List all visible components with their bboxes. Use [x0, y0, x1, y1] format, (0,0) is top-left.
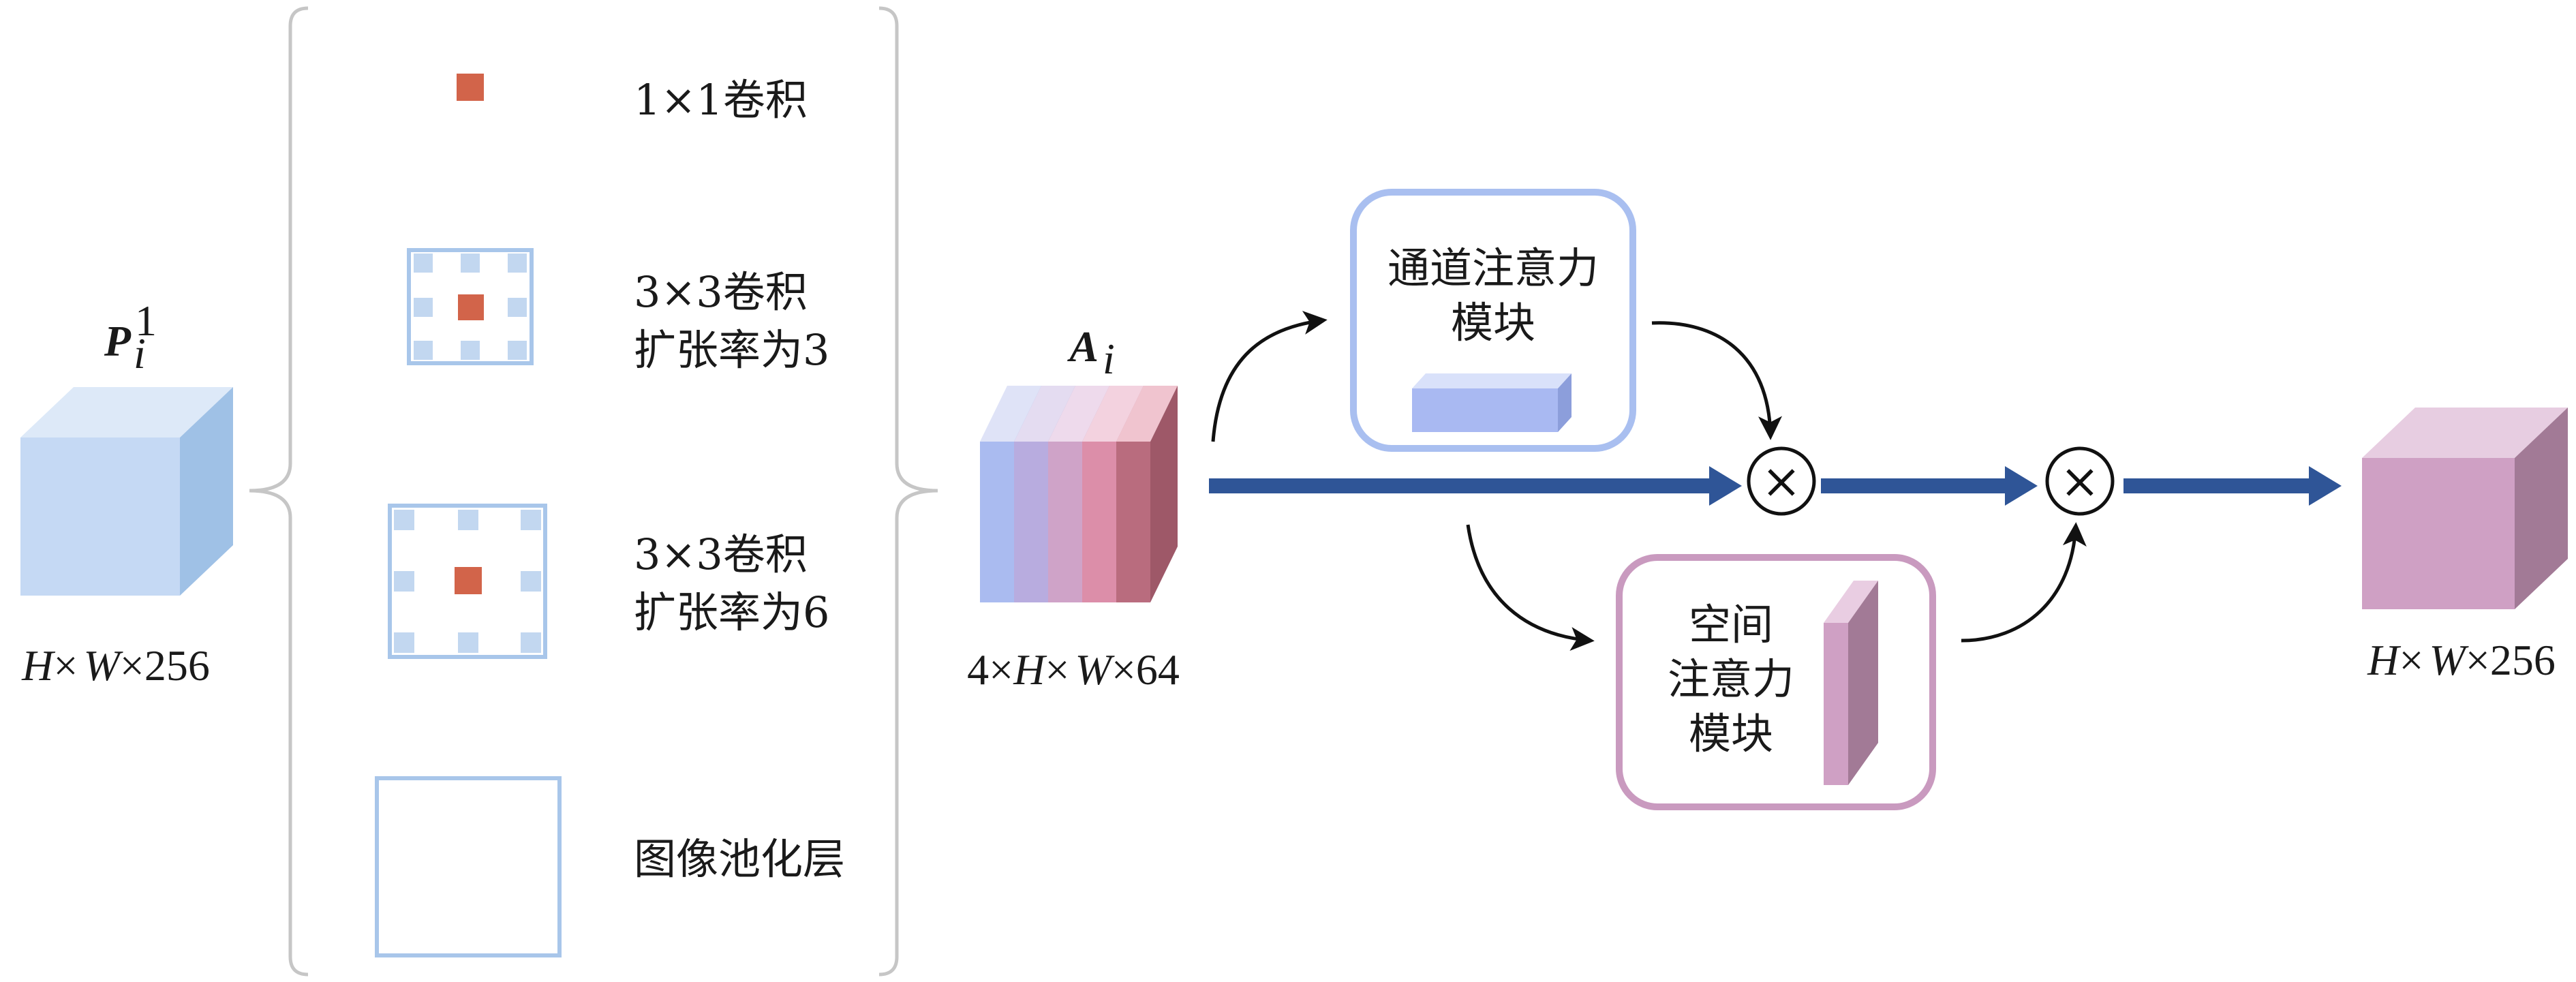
output-times-1: × [2399, 636, 2423, 684]
input-symbol: P 1 i [104, 296, 157, 378]
main-flow-arrow-3 [2123, 466, 2342, 506]
output-dims-label: H×W×256 [2367, 636, 2556, 684]
output-cube-front [2362, 458, 2515, 609]
input-symbol-subscript: i [134, 329, 146, 378]
output-cube-side [2515, 408, 2568, 609]
multiply-node-1: × [1747, 446, 1816, 516]
concat-feature-stack [980, 386, 1178, 602]
branch-2-label-line-2: 扩张率为3 [634, 325, 829, 375]
concat-dims-label: 4×H×W×64 [967, 645, 1180, 694]
input-dim-h: H [21, 641, 56, 690]
spatial-attention-label-line-3: 模块 [1689, 709, 1773, 758]
concat-symbol-letter: A [1067, 322, 1099, 371]
input-times-2: × [120, 641, 144, 690]
input-cube-front [20, 438, 180, 596]
input-dims-label: H×W×256 [21, 641, 210, 690]
output-cube-top [2362, 408, 2568, 458]
arrow-channel-to-multiply-1 [1651, 321, 1782, 440]
output-dim-w: W [2429, 636, 2469, 684]
image-pooling-icon [375, 776, 562, 957]
multiply-node-2: × [2045, 446, 2115, 516]
output-dim-c: 256 [2490, 636, 2556, 684]
conv1x1-kernel-icon [457, 74, 484, 101]
branch-3-label-line-2: 扩张率为6 [634, 587, 829, 637]
multiply-node-2-symbol: × [2060, 453, 2100, 509]
branch-2-label-line-1: 3×3卷积 [634, 267, 808, 317]
input-symbol-superscript: 1 [135, 296, 157, 345]
branch-3-label-line-1: 3×3卷积 [634, 530, 808, 579]
right-curly-bracket [878, 6, 938, 977]
concat-symbol: A i [1067, 322, 1114, 383]
output-dim-h: H [2367, 636, 2402, 684]
left-curly-bracket [249, 6, 309, 977]
concat-dim-n: 4 [967, 645, 989, 694]
arrow-to-channel-attention [1211, 311, 1328, 442]
concat-dim-c: 64 [1136, 645, 1180, 694]
conv3x3-d6-kernel-icon [388, 504, 547, 659]
concat-dim-h: H [1013, 645, 1047, 694]
input-cube-side [180, 387, 233, 596]
spatial-attention-label-line-1: 空间 [1689, 600, 1773, 649]
spatial-attention-label-line-2: 注意力 [1668, 654, 1794, 704]
spatial-attention-module: 空间 注意力 模块 [1616, 554, 1936, 810]
concat-symbol-subscript: i [1103, 335, 1115, 383]
output-feature-cube [2362, 408, 2568, 609]
input-cube-top [20, 387, 233, 438]
input-dim-w: W [83, 641, 123, 690]
concat-dim-w: W [1075, 645, 1116, 694]
conv3x3-d3-kernel-icon [407, 248, 534, 365]
input-symbol-letter: P [104, 317, 132, 365]
multiply-node-1-symbol: × [1762, 453, 1802, 509]
concat-times-2: × [1045, 645, 1069, 694]
arrow-to-spatial-attention [1466, 524, 1595, 651]
input-times-1: × [53, 641, 78, 690]
output-times-2: × [2466, 636, 2490, 684]
branch-4-label-line-1: 图像池化层 [634, 834, 845, 884]
main-flow-arrow-2 [1821, 466, 2038, 506]
channel-attention-label-line-2: 模块 [1451, 298, 1535, 348]
channel-attention-label-line-1: 通道注意力 [1387, 243, 1599, 293]
branch-1-label-line-1: 1×1卷积 [634, 75, 808, 125]
channel-attention-module: 通道注意力 模块 [1350, 189, 1636, 452]
input-feature-cube [20, 387, 233, 596]
main-flow-arrow-1 [1209, 466, 1742, 506]
concat-times-3: × [1111, 645, 1136, 694]
concat-times-1: × [989, 645, 1013, 694]
arrow-spatial-to-multiply-2 [1961, 522, 2087, 643]
input-dim-c: 256 [144, 641, 210, 690]
